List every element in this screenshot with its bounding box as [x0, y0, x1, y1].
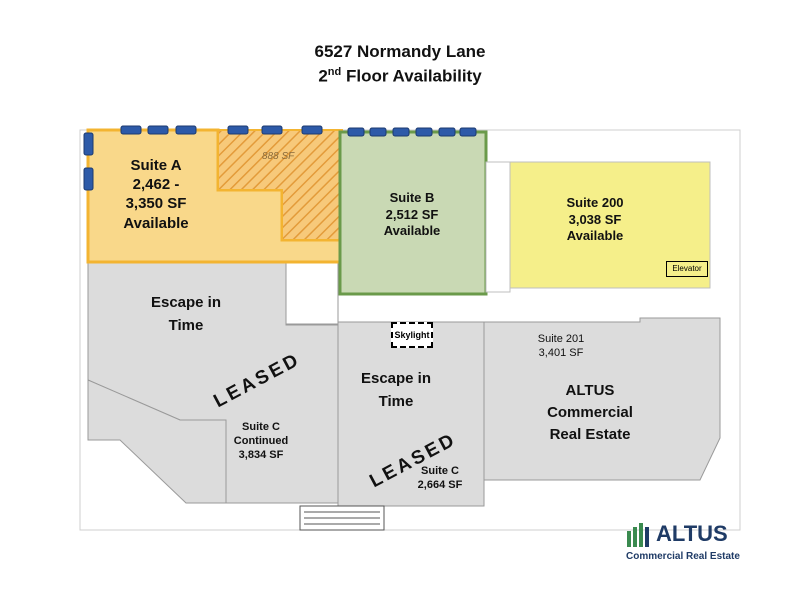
- suite-201-tenant: ALTUS Commercial Real Estate: [547, 382, 633, 443]
- suite-escape-mid-area: [337, 321, 485, 507]
- elevator-label: Elevator: [666, 261, 708, 277]
- suite-a-expansion-area: [217, 129, 343, 241]
- window-markers: [83, 125, 477, 191]
- altus-logo-subtitle: Commercial Real Estate: [626, 551, 740, 562]
- suite-c-label: Suite C 2,664 SF: [417, 465, 463, 492]
- altus-logo-word: ALTUS: [656, 521, 728, 546]
- building-outline: [79, 129, 741, 531]
- suite-200-corridor: [485, 161, 511, 293]
- stair-lines: [304, 511, 380, 525]
- page-title: 6527 Normandy Lane: [314, 42, 486, 61]
- suite-b-label: Suite B 2,512 SF Available: [383, 190, 441, 239]
- suite-201-label: Suite 201 3,401 SF: [537, 333, 585, 360]
- suite-c-continued-area: [87, 379, 227, 504]
- skylight-label: Skylight: [391, 322, 433, 348]
- suite-201-area: [483, 317, 721, 481]
- page-subtitle: 2nd Floor Availability: [318, 66, 482, 86]
- altus-logo-icon: [627, 523, 649, 547]
- suite-a-label: Suite A 2,462 - 3,350 SF Available: [123, 157, 189, 232]
- suite-200-label: Suite 200 3,038 SF Available: [566, 195, 624, 244]
- suite-a-expansion-sf: 888 SF: [262, 151, 295, 162]
- suite-escape-mid-label: Escape in Time: [360, 370, 432, 410]
- suite-escape-left-label: Escape in Time: [150, 294, 222, 334]
- suite-c-continued-label: Suite C Continued 3,834 SF: [233, 421, 289, 462]
- altus-logo: ALTUS Commercial Real Estate: [626, 521, 776, 567]
